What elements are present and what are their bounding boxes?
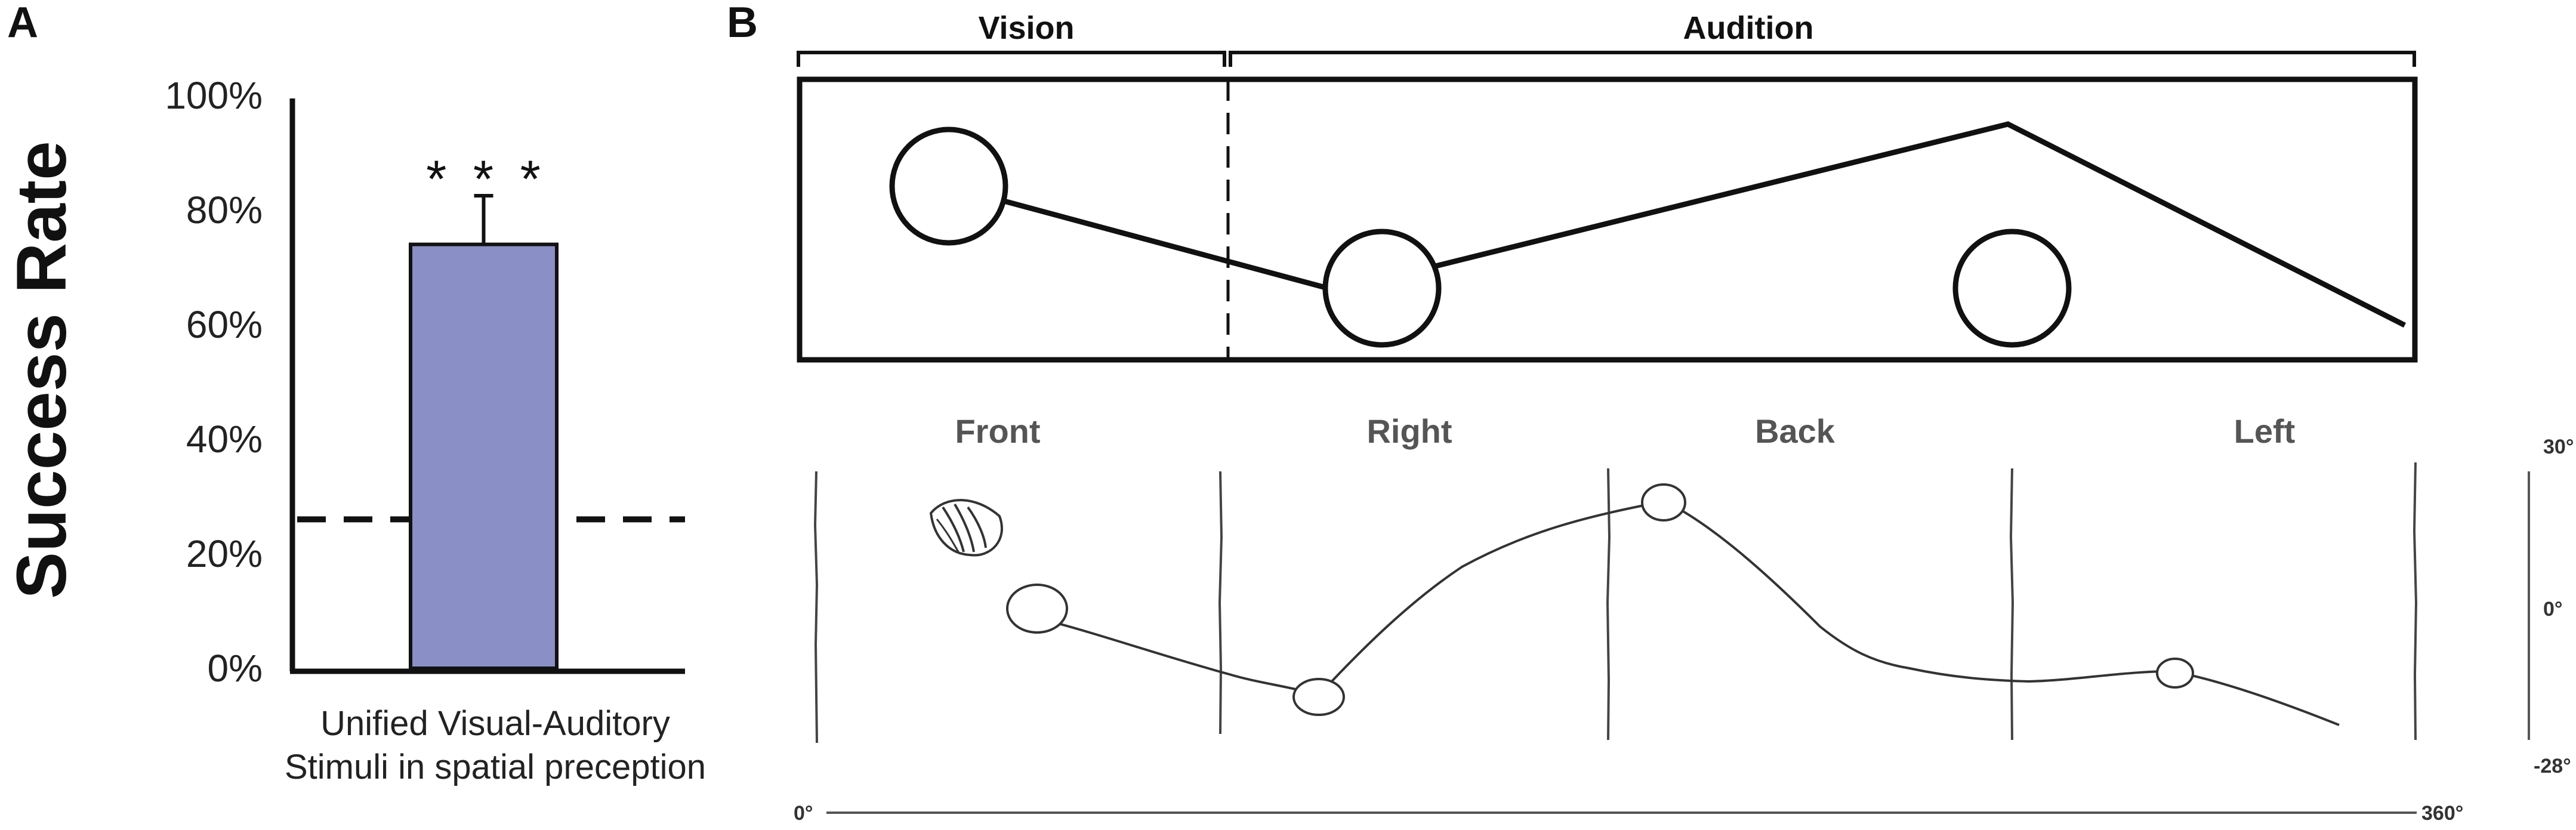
panel-a-label: A — [7, 0, 38, 47]
elevation-top-label: 30° — [2543, 436, 2574, 458]
sketch-divider-1 — [813, 471, 819, 743]
direction-label-right: Right — [1366, 412, 1452, 450]
category-label-line1: Unified Visual-Auditory — [320, 704, 670, 743]
sketch-circle-3 — [1641, 483, 1686, 522]
success-bar — [409, 242, 559, 671]
significance-stars: * * * — [426, 149, 547, 208]
schematic-circle-2 — [1322, 229, 1442, 348]
sketch-divider-5 — [2413, 462, 2418, 740]
sketch-divider-4 — [2009, 468, 2014, 740]
schematic-circle-3 — [1952, 229, 2072, 348]
y-tick-labels: 0% 20% 40% 60% 80% 100% — [165, 74, 263, 690]
vision-label: Vision — [978, 10, 1074, 46]
sketch-circle-1 — [1006, 584, 1068, 634]
sketch-divider-3 — [1606, 468, 1611, 740]
sketch-divider-2 — [1218, 471, 1223, 735]
schematic-frame — [797, 76, 2418, 363]
y-tick-label: 80% — [186, 189, 263, 232]
y-tick-label: 60% — [186, 303, 263, 346]
direction-label-left: Left — [2234, 412, 2296, 450]
sketch-circle-4 — [2156, 658, 2194, 689]
schematic-trajectory — [948, 121, 2407, 328]
panel-b-label: B — [727, 0, 758, 47]
sketch-circle-2 — [1292, 678, 1345, 716]
direction-label-back: Back — [1755, 412, 1835, 450]
schematic-circle-1 — [889, 126, 1008, 246]
sketch-trajectory — [1047, 499, 2340, 726]
y-tick-label: 20% — [186, 532, 263, 575]
y-tick-label: 0% — [208, 647, 263, 690]
y-tick-label: 100% — [165, 74, 263, 117]
audition-bracket — [1229, 51, 2416, 67]
y-axis-title: Success Rate — [2, 141, 81, 598]
azimuth-start-label: 0° — [794, 802, 813, 825]
category-label-line2: Stimuli in spatial preception — [285, 748, 706, 786]
direction-label-front: Front — [955, 412, 1040, 450]
panel-b: B Vision Audition Front Right Back Left — [727, 0, 2574, 825]
audition-label: Audition — [1683, 10, 1814, 46]
panel-a: A Success Rate 0%20%40%60%80%100% * * * … — [2, 0, 706, 786]
elevation-bottom-label: -28° — [2534, 755, 2571, 777]
azimuth-end-label: 360° — [2421, 802, 2463, 825]
y-tick-label: 40% — [186, 418, 263, 461]
eye-sketch-icon — [929, 499, 1003, 557]
vision-bracket — [797, 51, 1226, 67]
error-bar — [474, 194, 493, 245]
elevation-mid-label: 0° — [2543, 598, 2563, 621]
